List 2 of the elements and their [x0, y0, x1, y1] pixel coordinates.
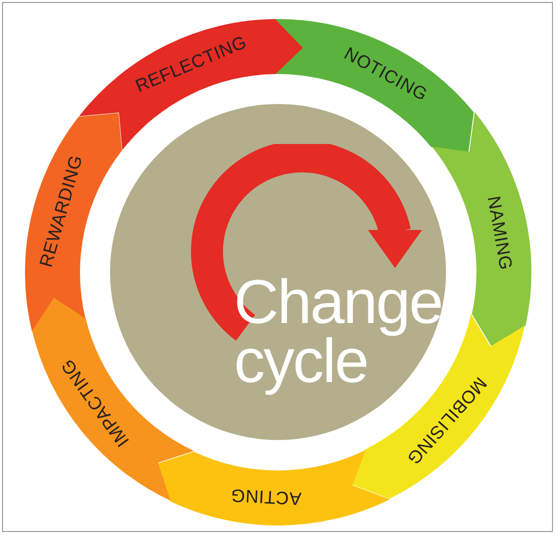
segment-label: NAMING: [484, 194, 516, 272]
segment-label: ACTING: [230, 486, 302, 508]
